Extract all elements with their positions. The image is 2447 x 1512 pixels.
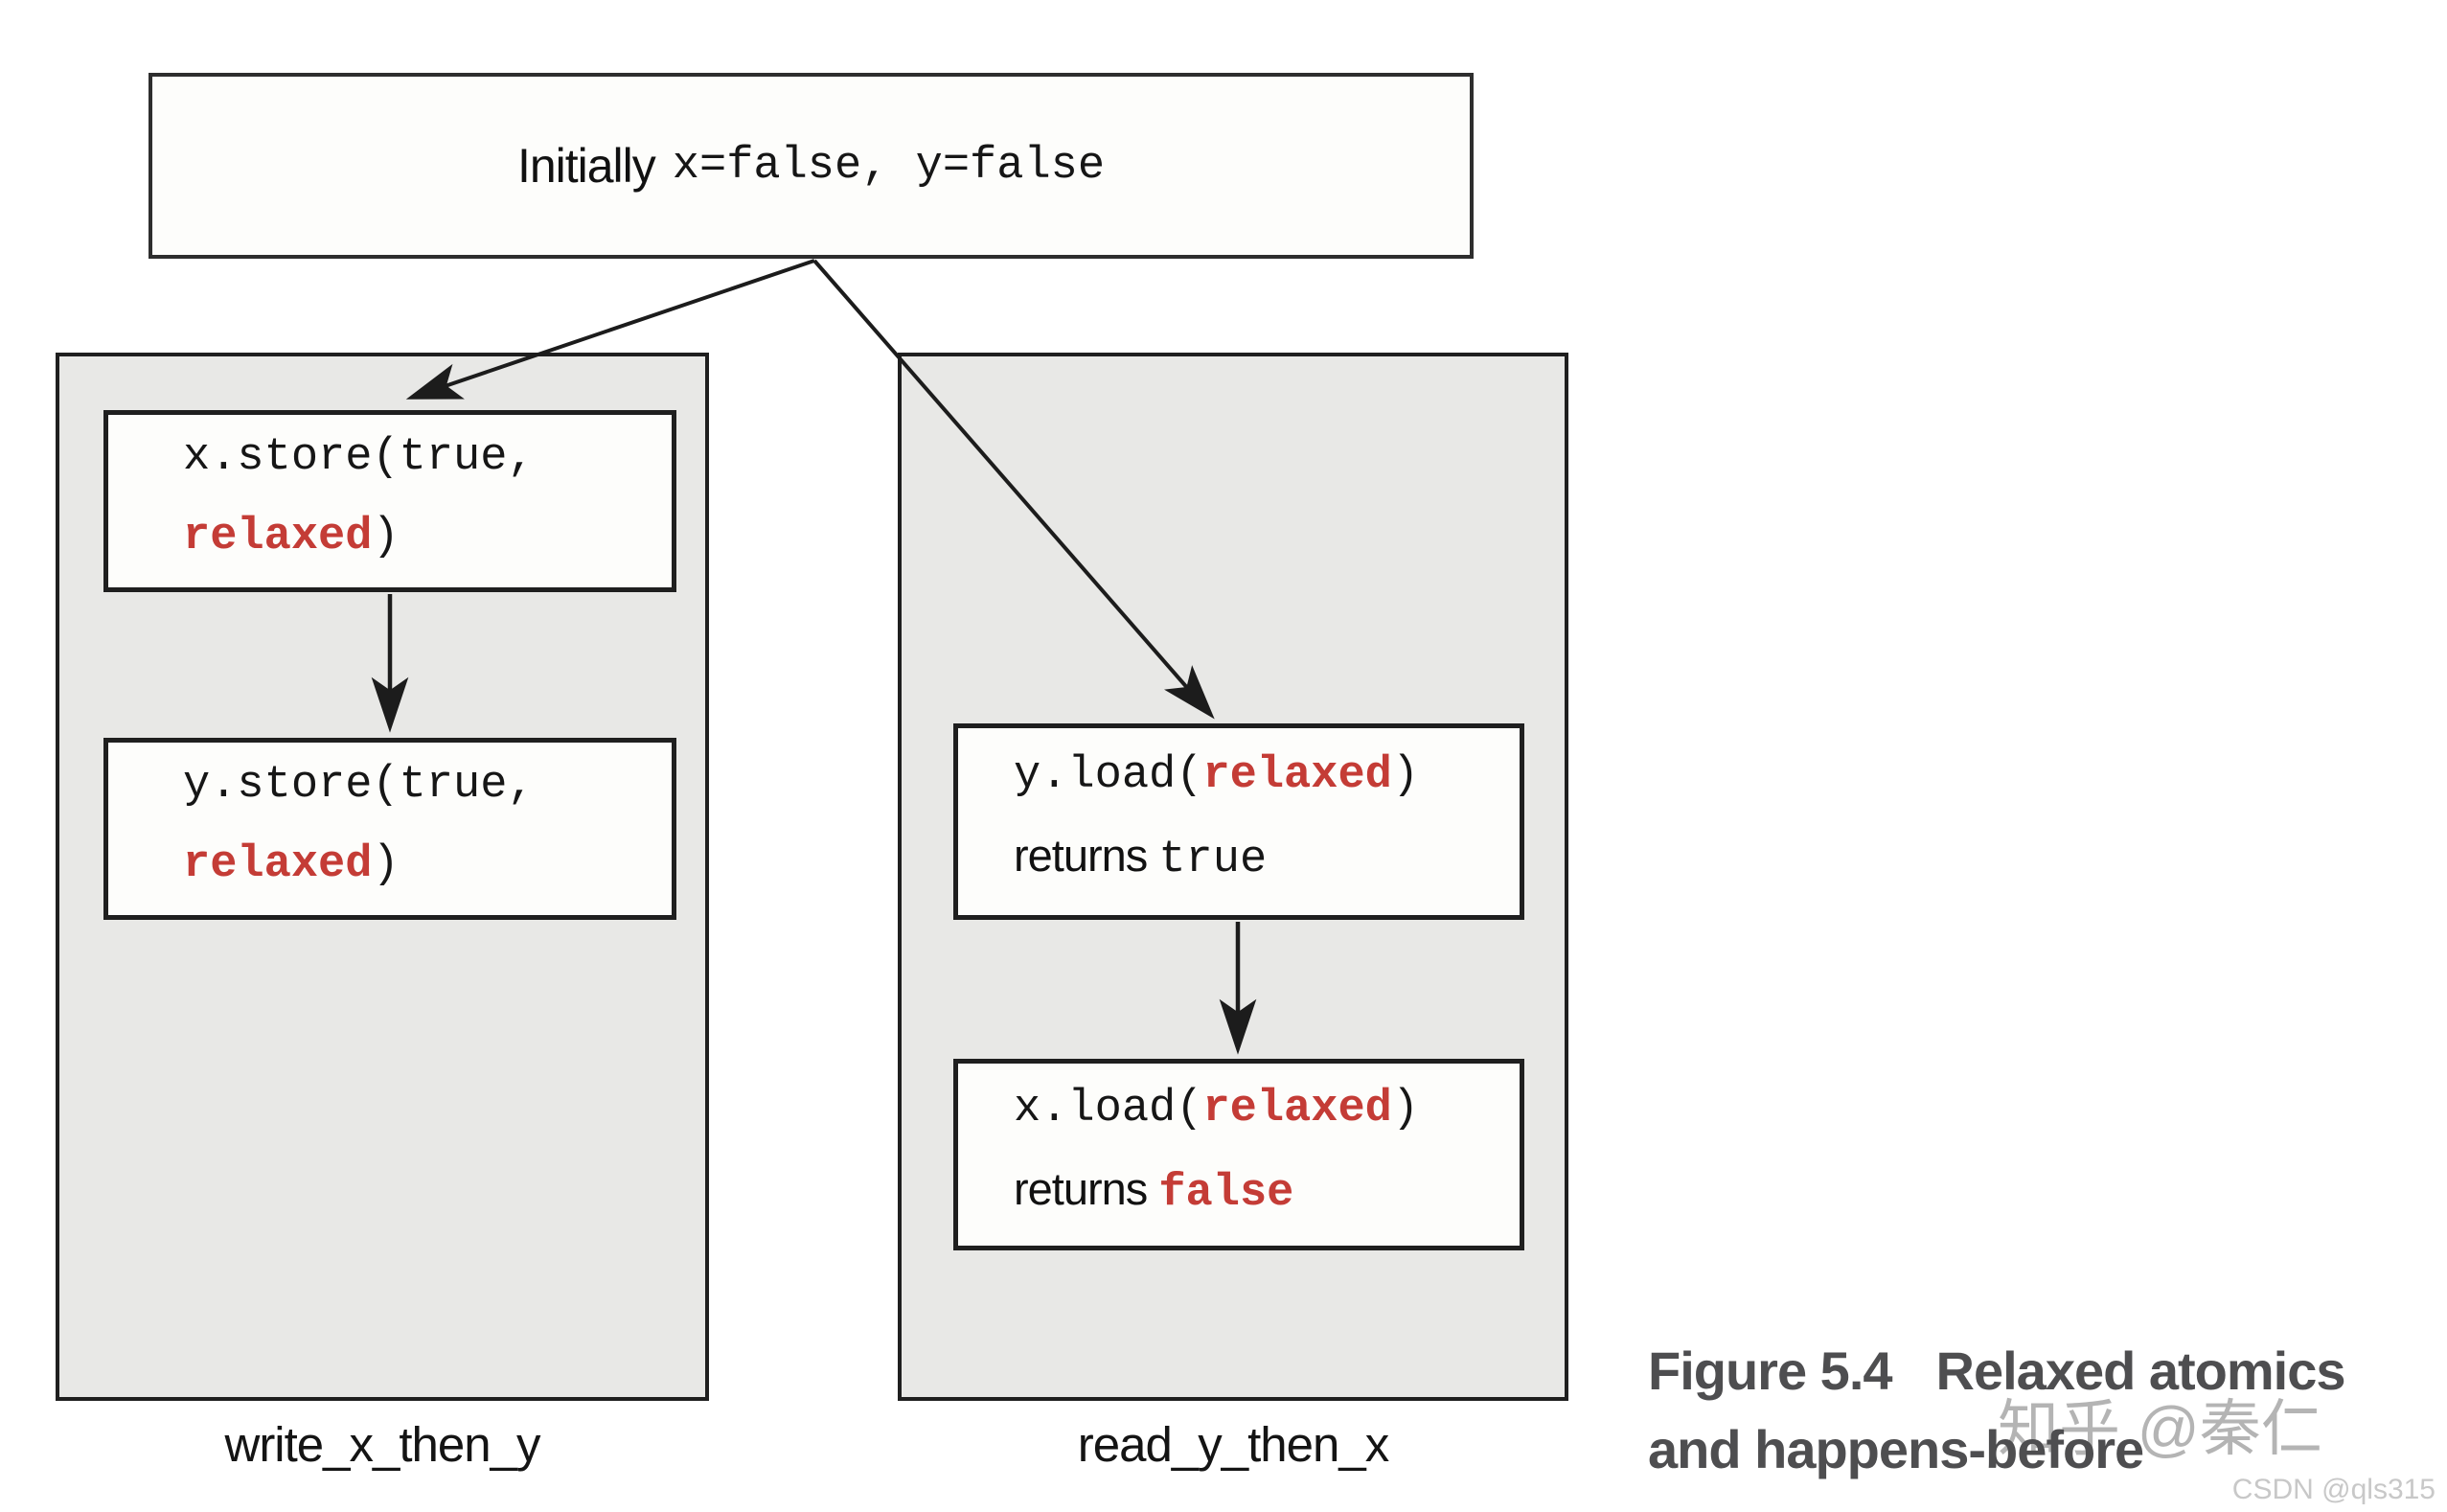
code-segment: y.load( [1014, 750, 1203, 801]
thread-label-write-x-then-y: write_x_then_y [224, 1417, 540, 1472]
code-line: returns true [1014, 827, 1520, 896]
code-line: relaxed) [183, 509, 672, 573]
code-segment: ) [372, 839, 400, 890]
code-segment: returns [1014, 1162, 1159, 1214]
code-segment: ) [1391, 1083, 1420, 1134]
zhihu-watermark: 知乎 @秦仁 [1998, 1394, 2322, 1463]
memory-order-keyword: false [1158, 1167, 1294, 1219]
figure-caption: Figure 5.4 Relaxed atomics and happens-be… [1648, 1332, 2447, 1489]
code-line: returns false [1014, 1160, 1520, 1229]
caption-title-part1: Relaxed atomics [1935, 1340, 2346, 1401]
code-line: y.store(true, [183, 757, 672, 821]
code-line: y.load(relaxed) [1014, 747, 1520, 812]
memory-order-keyword: relaxed [183, 512, 373, 562]
memory-order-keyword: relaxed [1202, 750, 1392, 801]
thread-label-read-y-then-x: read_y_then_x [1077, 1417, 1389, 1472]
code-segment: x.store(true, [183, 432, 535, 483]
caption-line2: and happens-before [1648, 1419, 2144, 1479]
memory-order-keyword: relaxed [1202, 1083, 1392, 1134]
code-line: relaxed) [183, 836, 672, 901]
initial-state-label: Initially [516, 139, 656, 193]
figure-number: Figure 5.4 [1648, 1340, 1893, 1401]
node-y-store: y.store(true, relaxed) [103, 738, 676, 920]
code-segment: returns [1014, 830, 1159, 881]
code-line: x.load(relaxed) [1014, 1081, 1520, 1145]
code-line: x.store(true, [183, 429, 672, 493]
code-segment: x.load( [1014, 1083, 1203, 1134]
node-y-load: y.load(relaxed) returns true [953, 723, 1524, 920]
code-segment: ) [1391, 750, 1420, 801]
initial-state-code: x=false, y=false [672, 140, 1106, 192]
code-segment: y.store(true, [183, 760, 535, 811]
initial-state-box: Initially x=false, y=false [149, 73, 1474, 259]
memory-order-keyword: relaxed [183, 839, 373, 890]
code-segment: ) [372, 512, 400, 562]
code-segment: true [1158, 835, 1268, 885]
node-x-store: x.store(true, relaxed) [103, 410, 676, 592]
node-x-load: x.load(relaxed) returns false [953, 1059, 1524, 1250]
caption-line1: Figure 5.4 Relaxed atomics [1648, 1332, 2447, 1410]
csdn-watermark: CSDN @qls315 [2231, 1474, 2436, 1505]
